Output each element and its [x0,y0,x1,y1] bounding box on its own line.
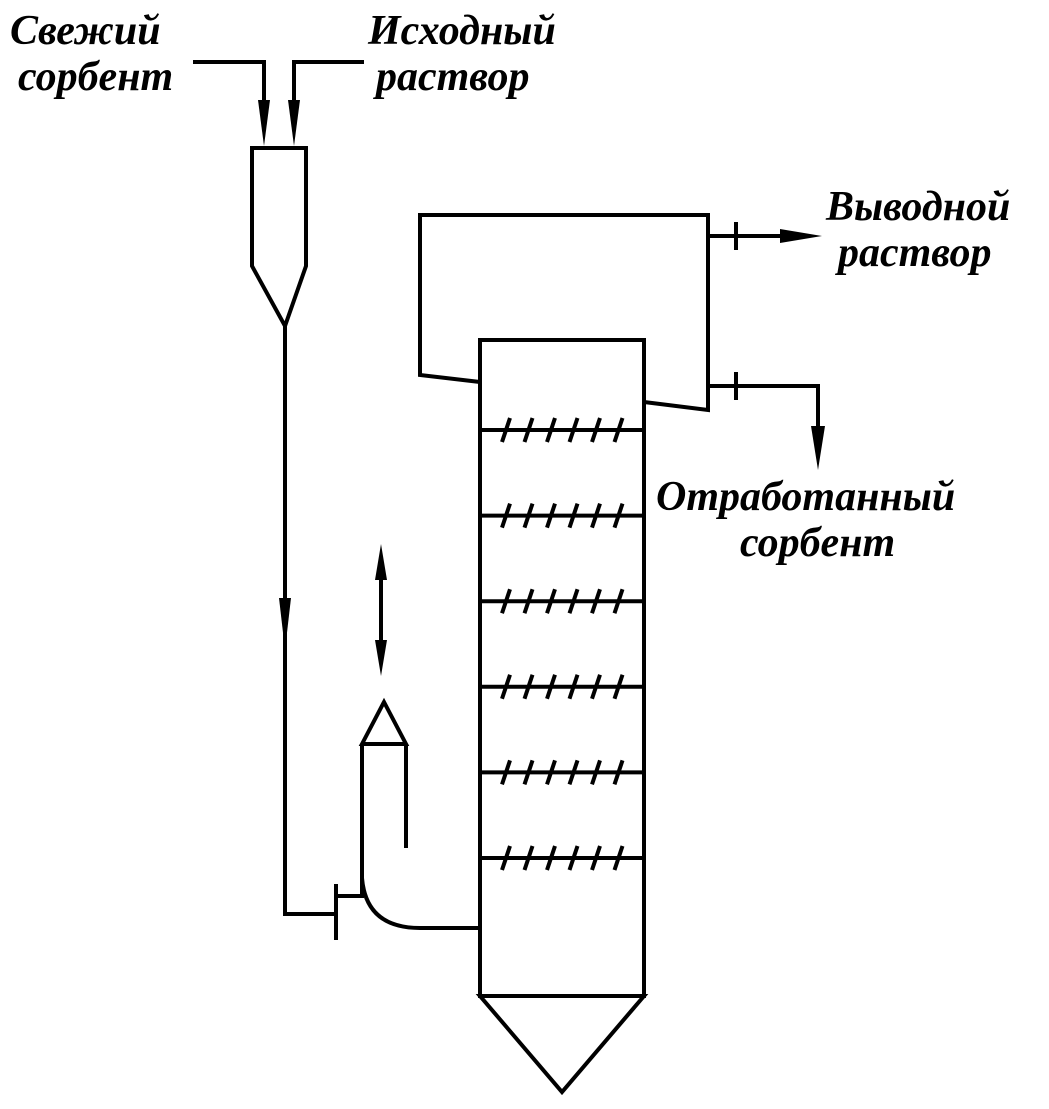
label-line: сорбент [740,520,896,566]
tray-blade [500,759,512,786]
label-line: Выводной [826,184,1011,230]
column-trays [480,417,644,871]
mixing-hopper [250,146,308,331]
inlet-bent-pipe [334,697,480,940]
label-fresh-sorbent: Свежий сорбент [10,8,173,100]
column-tray [480,588,644,614]
tray-blade [545,759,557,786]
tray-blade [567,674,580,700]
column-tray [480,845,644,871]
column-tray [480,502,644,529]
tray-blade [500,588,512,614]
tray-blade [545,588,557,614]
tray-blade [522,502,535,529]
tray-blade [567,845,580,871]
tray-blade [500,674,512,700]
top-settler [418,213,710,413]
fresh-sorbent-feed-line [193,60,270,146]
output-solution-outlet [708,222,822,250]
tray-blade [567,417,580,443]
label-spent-sorbent: Отработанный сорбент [656,474,955,566]
tray-blade [590,674,602,700]
column-bottom-cone [475,994,649,1096]
tray-blade [612,588,625,614]
tray-blade [522,759,535,786]
tray-blade [590,502,602,529]
tray-blade [545,502,557,529]
tray-blade [612,502,625,529]
label-line: Исходный [368,8,556,54]
tray-blade [590,417,602,443]
tray-blade [522,417,535,443]
tray-blade [590,759,602,786]
label-line: раствор [838,230,992,276]
tray-blade [590,588,602,614]
tray-blade [612,674,625,700]
tray-blade [500,502,512,529]
tray-blade [612,759,625,786]
column-tray [480,417,644,443]
tray-blade [567,502,580,529]
tray-blade [500,845,512,871]
label-output-solution: Выводной раствор [826,184,1010,276]
tray-blade [545,674,557,700]
tray-blade [567,759,580,786]
label-line: сорбент [18,54,174,100]
tray-blade [522,674,535,700]
tray-blade [612,417,625,443]
extraction-column [475,338,649,1096]
tray-blade [567,588,580,614]
tray-blade [612,845,625,871]
label-line: раствор [376,54,530,100]
spent-sorbent-outlet [708,372,825,470]
label-line: Свежий [10,8,161,54]
column-tray [480,759,644,786]
tray-blade [545,845,557,871]
column-tray [480,674,644,700]
label-line: Отработанный [656,474,956,520]
up-down-arrow-icon [375,544,387,676]
tray-blade [590,845,602,871]
slurry-down-pipe [279,326,336,916]
tray-blade [522,845,535,871]
tray-blade [522,588,535,614]
source-solution-feed-line [288,60,364,146]
tray-blade [500,417,512,443]
label-source-solution: Исходный раствор [368,8,556,100]
pipe-cone-tip [358,697,410,746]
tray-blade [545,417,557,443]
